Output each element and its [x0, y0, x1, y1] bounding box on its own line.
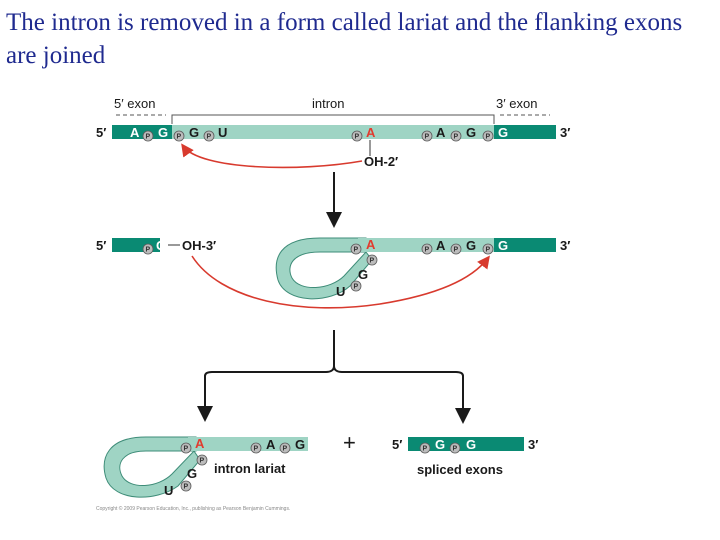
exon3-header-label: 3′ exon — [496, 96, 537, 111]
phosphate-marker — [421, 130, 433, 142]
phosphate-marker — [366, 254, 378, 266]
row2-5prime-label: 5′ — [96, 238, 106, 253]
row1-base-g4: G — [498, 125, 508, 140]
row2-loop-g: G — [358, 267, 368, 282]
branch-bracket — [204, 365, 464, 377]
row2-base-g: G — [156, 238, 166, 253]
copyright-notice: Copyright © 2009 Pearson Education, Inc.… — [96, 505, 290, 512]
phosphate-marker — [450, 130, 462, 142]
svg-text:P: P — [453, 446, 458, 453]
exon5-header-label: 5′ exon — [114, 96, 155, 111]
row1-base-a1: A — [130, 125, 140, 140]
row1-exon3 — [494, 125, 556, 139]
phosphate-marker — [279, 442, 291, 454]
row1-branch-a: A — [366, 125, 376, 140]
svg-text:P: P — [486, 134, 491, 141]
row2-loop-u: U — [336, 284, 345, 299]
svg-text:P: P — [355, 134, 360, 141]
phosphate-marker — [351, 130, 363, 142]
slide-title: The intron is removed in a form called l… — [6, 9, 683, 69]
svg-text:P: P — [354, 247, 359, 254]
intron-header-label: intron — [312, 96, 345, 111]
svg-text:P: P — [184, 446, 189, 453]
oh3-label: OH-3′ — [182, 238, 216, 253]
lariat-base-g-end: G — [295, 437, 305, 452]
row2-exon3 — [494, 238, 556, 252]
row2-3prime-label: 3′ — [560, 238, 570, 253]
intron-lariat-loop — [103, 436, 201, 498]
spliced-base-g1: G — [435, 437, 445, 452]
row1-intron — [172, 125, 494, 139]
phosphate-marker — [142, 130, 154, 142]
svg-text:P: P — [254, 446, 259, 453]
lariat-loop-u: U — [164, 483, 173, 498]
svg-text:P: P — [454, 134, 459, 141]
intron-lariat-label: intron lariat — [214, 461, 286, 476]
spliced-exons-label: spliced exons — [417, 462, 503, 477]
row1-base-g2: G — [189, 125, 199, 140]
row1-base-g1: G — [158, 125, 168, 140]
svg-text:P: P — [283, 446, 288, 453]
svg-text:P: P — [423, 446, 428, 453]
row1-exon5 — [112, 125, 172, 139]
row2-branch-a: A — [366, 237, 376, 252]
phosphate-marker — [350, 243, 362, 255]
lariat-tail — [188, 437, 308, 451]
phosphate-marker — [196, 454, 208, 466]
svg-text:P: P — [354, 284, 359, 291]
svg-text:P: P — [200, 458, 205, 465]
svg-text:P: P — [425, 247, 430, 254]
row3-5prime-label: 5′ — [392, 437, 402, 452]
phosphate-marker — [350, 280, 362, 292]
row1-5prime-label: 5′ — [96, 125, 106, 140]
row2-base-g2: G — [466, 238, 476, 253]
row2-base-a: A — [436, 238, 446, 253]
oh2-label: OH-2′ — [364, 154, 398, 169]
phosphate-marker — [180, 442, 192, 454]
phosphate-marker — [142, 243, 154, 255]
row1-base-g3: G — [466, 125, 476, 140]
row1-3prime-label: 3′ — [560, 125, 570, 140]
phosphate-marker — [482, 243, 494, 255]
lariat-base-a2: A — [266, 437, 276, 452]
phosphate-marker — [449, 442, 461, 454]
spliced-exons-strand — [408, 437, 524, 451]
svg-text:P: P — [177, 134, 182, 141]
svg-text:P: P — [146, 134, 151, 141]
phosphate-marker — [421, 243, 433, 255]
svg-text:P: P — [146, 247, 151, 254]
row2-lariat-loop — [275, 237, 373, 300]
lariat-branch-a: A — [195, 436, 205, 451]
svg-text:P: P — [425, 134, 430, 141]
svg-text:P: P — [184, 484, 189, 491]
row2-base-g3: G — [498, 238, 508, 253]
nucleophilic-attack-arrow-2 — [191, 255, 490, 309]
row3-3prime-label: 3′ — [528, 437, 538, 452]
phosphate-marker — [173, 130, 185, 142]
svg-text:P: P — [486, 247, 491, 254]
spliced-base-g2: G — [466, 437, 476, 452]
phosphate-marker — [180, 480, 192, 492]
phosphate-marker — [450, 243, 462, 255]
svg-text:P: P — [207, 134, 212, 141]
phosphate-marker — [203, 130, 215, 142]
svg-text:P: P — [370, 258, 375, 265]
plus-sign: + — [343, 430, 356, 455]
row1-base-a2: A — [436, 125, 446, 140]
row1-base-u: U — [218, 125, 227, 140]
svg-text:P: P — [454, 247, 459, 254]
lariat-loop-g: G — [187, 466, 197, 481]
phosphate-marker — [250, 442, 262, 454]
phosphate-marker — [419, 442, 431, 454]
nucleophilic-attack-arrow-1 — [181, 143, 363, 169]
phosphate-marker — [482, 130, 494, 142]
intron-bracket — [171, 114, 495, 124]
